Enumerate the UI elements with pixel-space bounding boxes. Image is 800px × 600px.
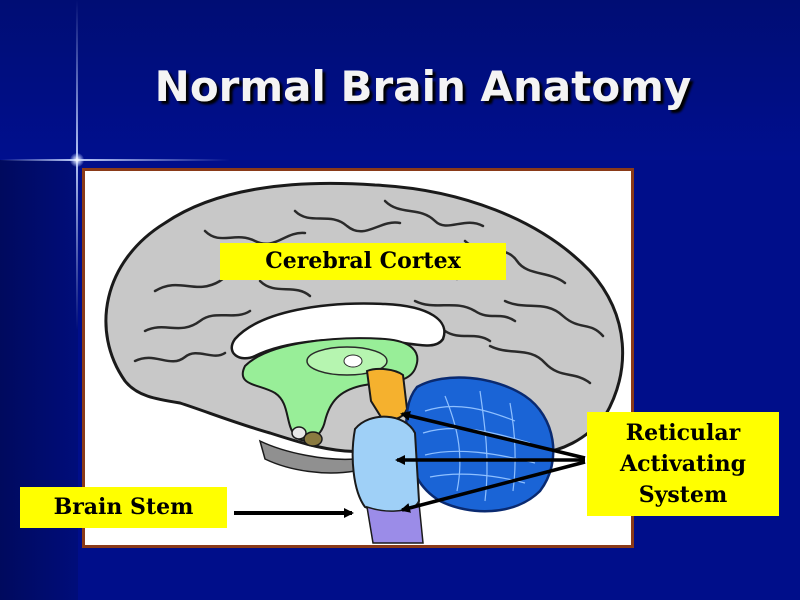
label-ras-line-3: System — [638, 482, 728, 508]
pituitary — [291, 426, 307, 440]
arrow-ras-3 — [400, 460, 586, 513]
background-top-band — [0, 0, 800, 160]
cortex-gyri — [133, 199, 605, 385]
label-brain-stem: Brain Stem — [20, 487, 227, 528]
label-cerebral-cortex: Cerebral Cortex — [220, 243, 506, 280]
corpus-callosum — [230, 302, 446, 360]
amygdala — [303, 431, 323, 447]
arrow-ras-1 — [400, 411, 586, 460]
slide-title: Normal Brain Anatomy — [154, 62, 692, 111]
label-ras-line-2: Activating — [620, 451, 746, 477]
pineal-body — [343, 354, 363, 368]
label-ras-line-1: Reticular — [625, 420, 741, 446]
label-reticular-activating-system: Reticular Activating System — [587, 412, 779, 516]
light-flare-horizontal — [0, 159, 230, 161]
light-flare-core — [70, 153, 84, 167]
